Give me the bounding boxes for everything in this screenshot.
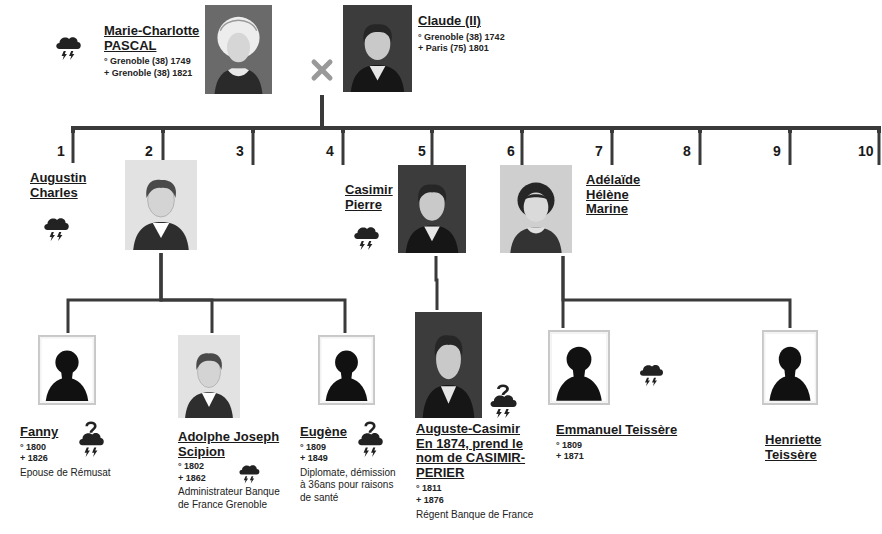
- life-date: + 1862: [178, 473, 206, 485]
- portrait: [125, 160, 197, 250]
- life-date: + 1826: [20, 453, 48, 465]
- question-storm-icon: [79, 423, 104, 457]
- portrait: [178, 335, 240, 418]
- life-date: ° Grenoble (38) 1749: [104, 56, 191, 68]
- grandchild-box: Adolphe Joseph Scipion ° 1802+ 1862Admini…: [176, 333, 310, 514]
- child-box: 2: [123, 133, 200, 253]
- grandchild-box: Emmanuel Teissère ° 1809+ 1871: [546, 328, 696, 465]
- child-number: 3: [236, 143, 244, 160]
- person-name: Adélaïde Hélène Marine: [586, 173, 648, 217]
- family-line: [68, 253, 161, 333]
- child-slot: 4: [322, 133, 345, 165]
- biography-note: Epouse de Rémusat: [20, 467, 120, 480]
- storm-icon: [239, 465, 259, 483]
- family-line: [161, 253, 345, 333]
- person-name: Augustin Charles: [30, 171, 92, 200]
- child-box: 5Casimir Pierre: [343, 133, 470, 256]
- child-number: 9: [773, 143, 781, 160]
- grandchild-box: Auguste-Casimir En 1874, prend le nom de…: [413, 310, 543, 524]
- child-tick: [73, 131, 879, 165]
- grandchild-box: Eugène ° 1809+ 1849Diplomate, démission à…: [298, 333, 410, 513]
- child-number: 2: [145, 143, 153, 160]
- silhouette: [319, 336, 374, 404]
- silhouette: [549, 331, 609, 404]
- biography-note: Diplomate, démission à 36ans pour raison…: [300, 467, 400, 505]
- life-date: ° 1802: [178, 461, 204, 473]
- person-name: Henriette Teissère: [765, 433, 835, 462]
- family-line: [73, 95, 322, 133]
- family-line: [322, 95, 879, 133]
- marriage-cross: [314, 62, 330, 78]
- child-number: 8: [683, 143, 691, 160]
- life-date: + Paris (75) 1801: [418, 43, 489, 55]
- portrait: [398, 165, 466, 253]
- life-date: + 1849: [300, 453, 328, 465]
- family-line: [163, 95, 322, 133]
- person-name: Emmanuel Teissère: [556, 423, 694, 438]
- child-box: 1Augustin Charles: [26, 133, 98, 248]
- child-slot: 10: [856, 133, 880, 165]
- family-line: [563, 256, 790, 328]
- family-line: [436, 256, 437, 310]
- storm-icon: [44, 218, 69, 241]
- person-name: Fanny: [20, 425, 80, 440]
- life-date: ° 1809: [300, 442, 326, 454]
- person-name: Auguste-Casimir En 1874, prend le nom de…: [416, 422, 528, 480]
- portrait: [205, 5, 272, 94]
- child-slot: 7: [591, 133, 614, 165]
- child-box: 6Adélaïde Hélène Marine: [498, 133, 658, 256]
- family-line: [163, 95, 322, 133]
- person-name: Eugène: [300, 425, 360, 440]
- family-line: [253, 95, 322, 133]
- child-number: 1: [57, 143, 65, 160]
- life-date: + 1871: [556, 451, 584, 463]
- life-date: ° Grenoble (38) 1742: [418, 32, 505, 44]
- life-date: ° 1809: [556, 440, 582, 452]
- child-slot: 3: [232, 133, 255, 165]
- portrait: [500, 165, 572, 253]
- person-name: Marie-Charlotte PASCAL: [104, 24, 208, 53]
- silhouette: [39, 336, 95, 404]
- family-line: [73, 95, 322, 133]
- child-slot: 8: [679, 133, 702, 165]
- parent-box: Marie-Charlotte PASCAL ° Grenoble (38) 17…: [100, 18, 322, 95]
- child-slot: 9: [769, 133, 792, 165]
- grandchild-box: Fanny ° 1800+ 1826Epouse de Rémusat: [18, 333, 122, 483]
- storm-icon: [354, 227, 379, 250]
- storm-icon: [56, 37, 81, 60]
- life-date: + 1876: [416, 495, 444, 507]
- child-number: 5: [418, 143, 426, 160]
- child-number: 7: [595, 143, 603, 160]
- person-name: Adolphe Joseph Scipion: [178, 430, 290, 459]
- person-name: Casimir Pierre: [345, 183, 397, 212]
- portrait: [415, 312, 482, 418]
- life-date: ° 1800: [20, 442, 46, 454]
- family-line: [161, 253, 212, 333]
- storm-icon: [640, 365, 663, 386]
- parent-box: Claude (II) ° Grenoble (38) 1742+ Paris (…: [322, 12, 532, 95]
- grandchild-box: Henriette Teissère: [760, 328, 840, 465]
- biography-note: Régent Banque de France: [416, 509, 541, 522]
- child-number: 10: [858, 143, 874, 160]
- life-date: ° 1811: [416, 483, 442, 495]
- family-line: [322, 95, 879, 133]
- silhouette: [763, 331, 817, 404]
- life-date: + Grenoble (38) 1821: [104, 68, 192, 80]
- portrait: [343, 5, 412, 92]
- question-storm-icon: [491, 386, 517, 418]
- person-name: Claude (II): [418, 14, 530, 29]
- question-storm-icon: [358, 423, 383, 457]
- child-number: 4: [326, 143, 334, 160]
- biography-note: Administrateur Banque de France Grenoble: [178, 486, 288, 511]
- family-line: [253, 95, 322, 133]
- child-number: 6: [507, 143, 515, 160]
